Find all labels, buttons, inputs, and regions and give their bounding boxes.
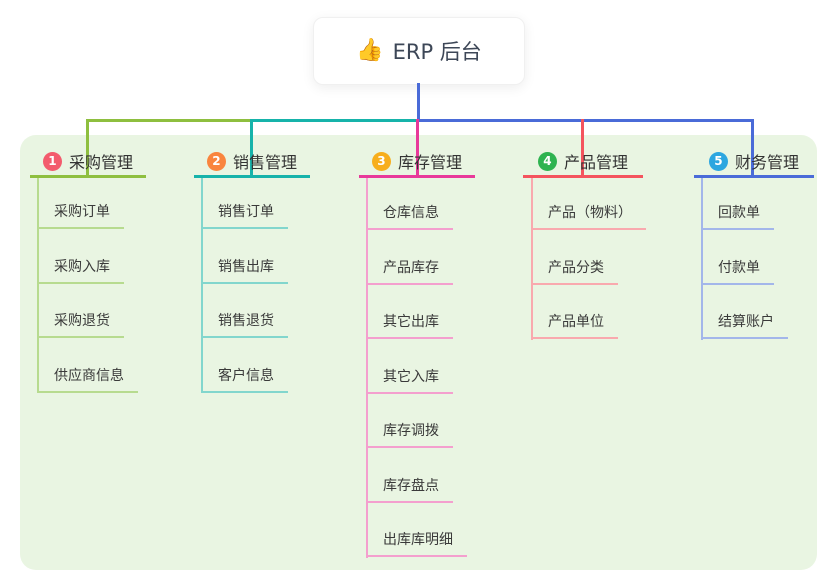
branch-spine [531, 178, 533, 340]
sub-item[interactable]: 产品（物料） [531, 200, 646, 230]
branch-drop-line [751, 119, 754, 178]
branch-number-badge: 5 [708, 151, 728, 171]
sub-item[interactable]: 产品库存 [366, 255, 453, 285]
branch-number-badge: 1 [42, 151, 62, 171]
branch-title-purchase[interactable]: 1 采购管理 [30, 147, 146, 178]
branch-number-badge: 3 [371, 151, 391, 171]
branch-title-sales[interactable]: 2 销售管理 [194, 147, 310, 178]
bus-line-segment [86, 119, 252, 122]
branch-title-label: 销售管理 [232, 153, 297, 172]
sub-item[interactable]: 产品单位 [531, 309, 618, 339]
sub-item[interactable]: 库存调拨 [366, 418, 453, 448]
sub-item[interactable]: 库存盘点 [366, 473, 453, 503]
sub-item[interactable]: 供应商信息 [37, 363, 138, 393]
branch-title-product[interactable]: 4 产品管理 [523, 147, 643, 178]
sub-item[interactable]: 销售退货 [201, 308, 288, 338]
branch-drop-line [250, 119, 253, 178]
root-connector-line [417, 83, 420, 120]
sub-item[interactable]: 采购订单 [37, 199, 124, 229]
sub-item[interactable]: 采购入库 [37, 254, 124, 284]
branch-drop-line [416, 119, 419, 178]
branch-title-label: 库存管理 [397, 153, 462, 172]
sub-item[interactable]: 其它入库 [366, 364, 453, 394]
sub-item[interactable]: 回款单 [701, 200, 774, 230]
branch-spine [201, 178, 203, 393]
sub-item[interactable]: 其它出库 [366, 309, 453, 339]
bus-line-segment [418, 119, 754, 122]
branch-title-label: 财务管理 [734, 153, 799, 172]
branch-title-finance[interactable]: 5 财务管理 [694, 147, 814, 178]
root-node[interactable]: 👍 ERP 后台 [313, 17, 525, 85]
branch-spine [701, 178, 703, 340]
branch-title-label: 产品管理 [563, 153, 628, 172]
branch-title-inventory[interactable]: 3 库存管理 [359, 147, 475, 178]
sub-item[interactable]: 采购退货 [37, 308, 124, 338]
branch-spine [37, 178, 39, 393]
branches-panel [20, 135, 817, 570]
thumbs-up-icon: 👍 [356, 38, 384, 63]
sub-item[interactable]: 结算账户 [701, 309, 788, 339]
sub-item[interactable]: 客户信息 [201, 363, 288, 393]
bus-line-segment [252, 119, 418, 122]
sub-item[interactable]: 销售出库 [201, 254, 288, 284]
sub-item[interactable]: 出库库明细 [366, 527, 467, 557]
sub-item[interactable]: 仓库信息 [366, 200, 453, 230]
root-node-label: ERP 后台 [392, 40, 482, 64]
sub-item[interactable]: 销售订单 [201, 199, 288, 229]
branch-title-label: 采购管理 [68, 153, 133, 172]
branch-drop-line [86, 119, 89, 178]
sub-item[interactable]: 付款单 [701, 255, 774, 285]
branch-number-badge: 4 [537, 151, 557, 171]
branch-drop-line [581, 119, 584, 178]
sub-item[interactable]: 产品分类 [531, 255, 618, 285]
branch-spine [366, 178, 368, 558]
branch-number-badge: 2 [206, 151, 226, 171]
